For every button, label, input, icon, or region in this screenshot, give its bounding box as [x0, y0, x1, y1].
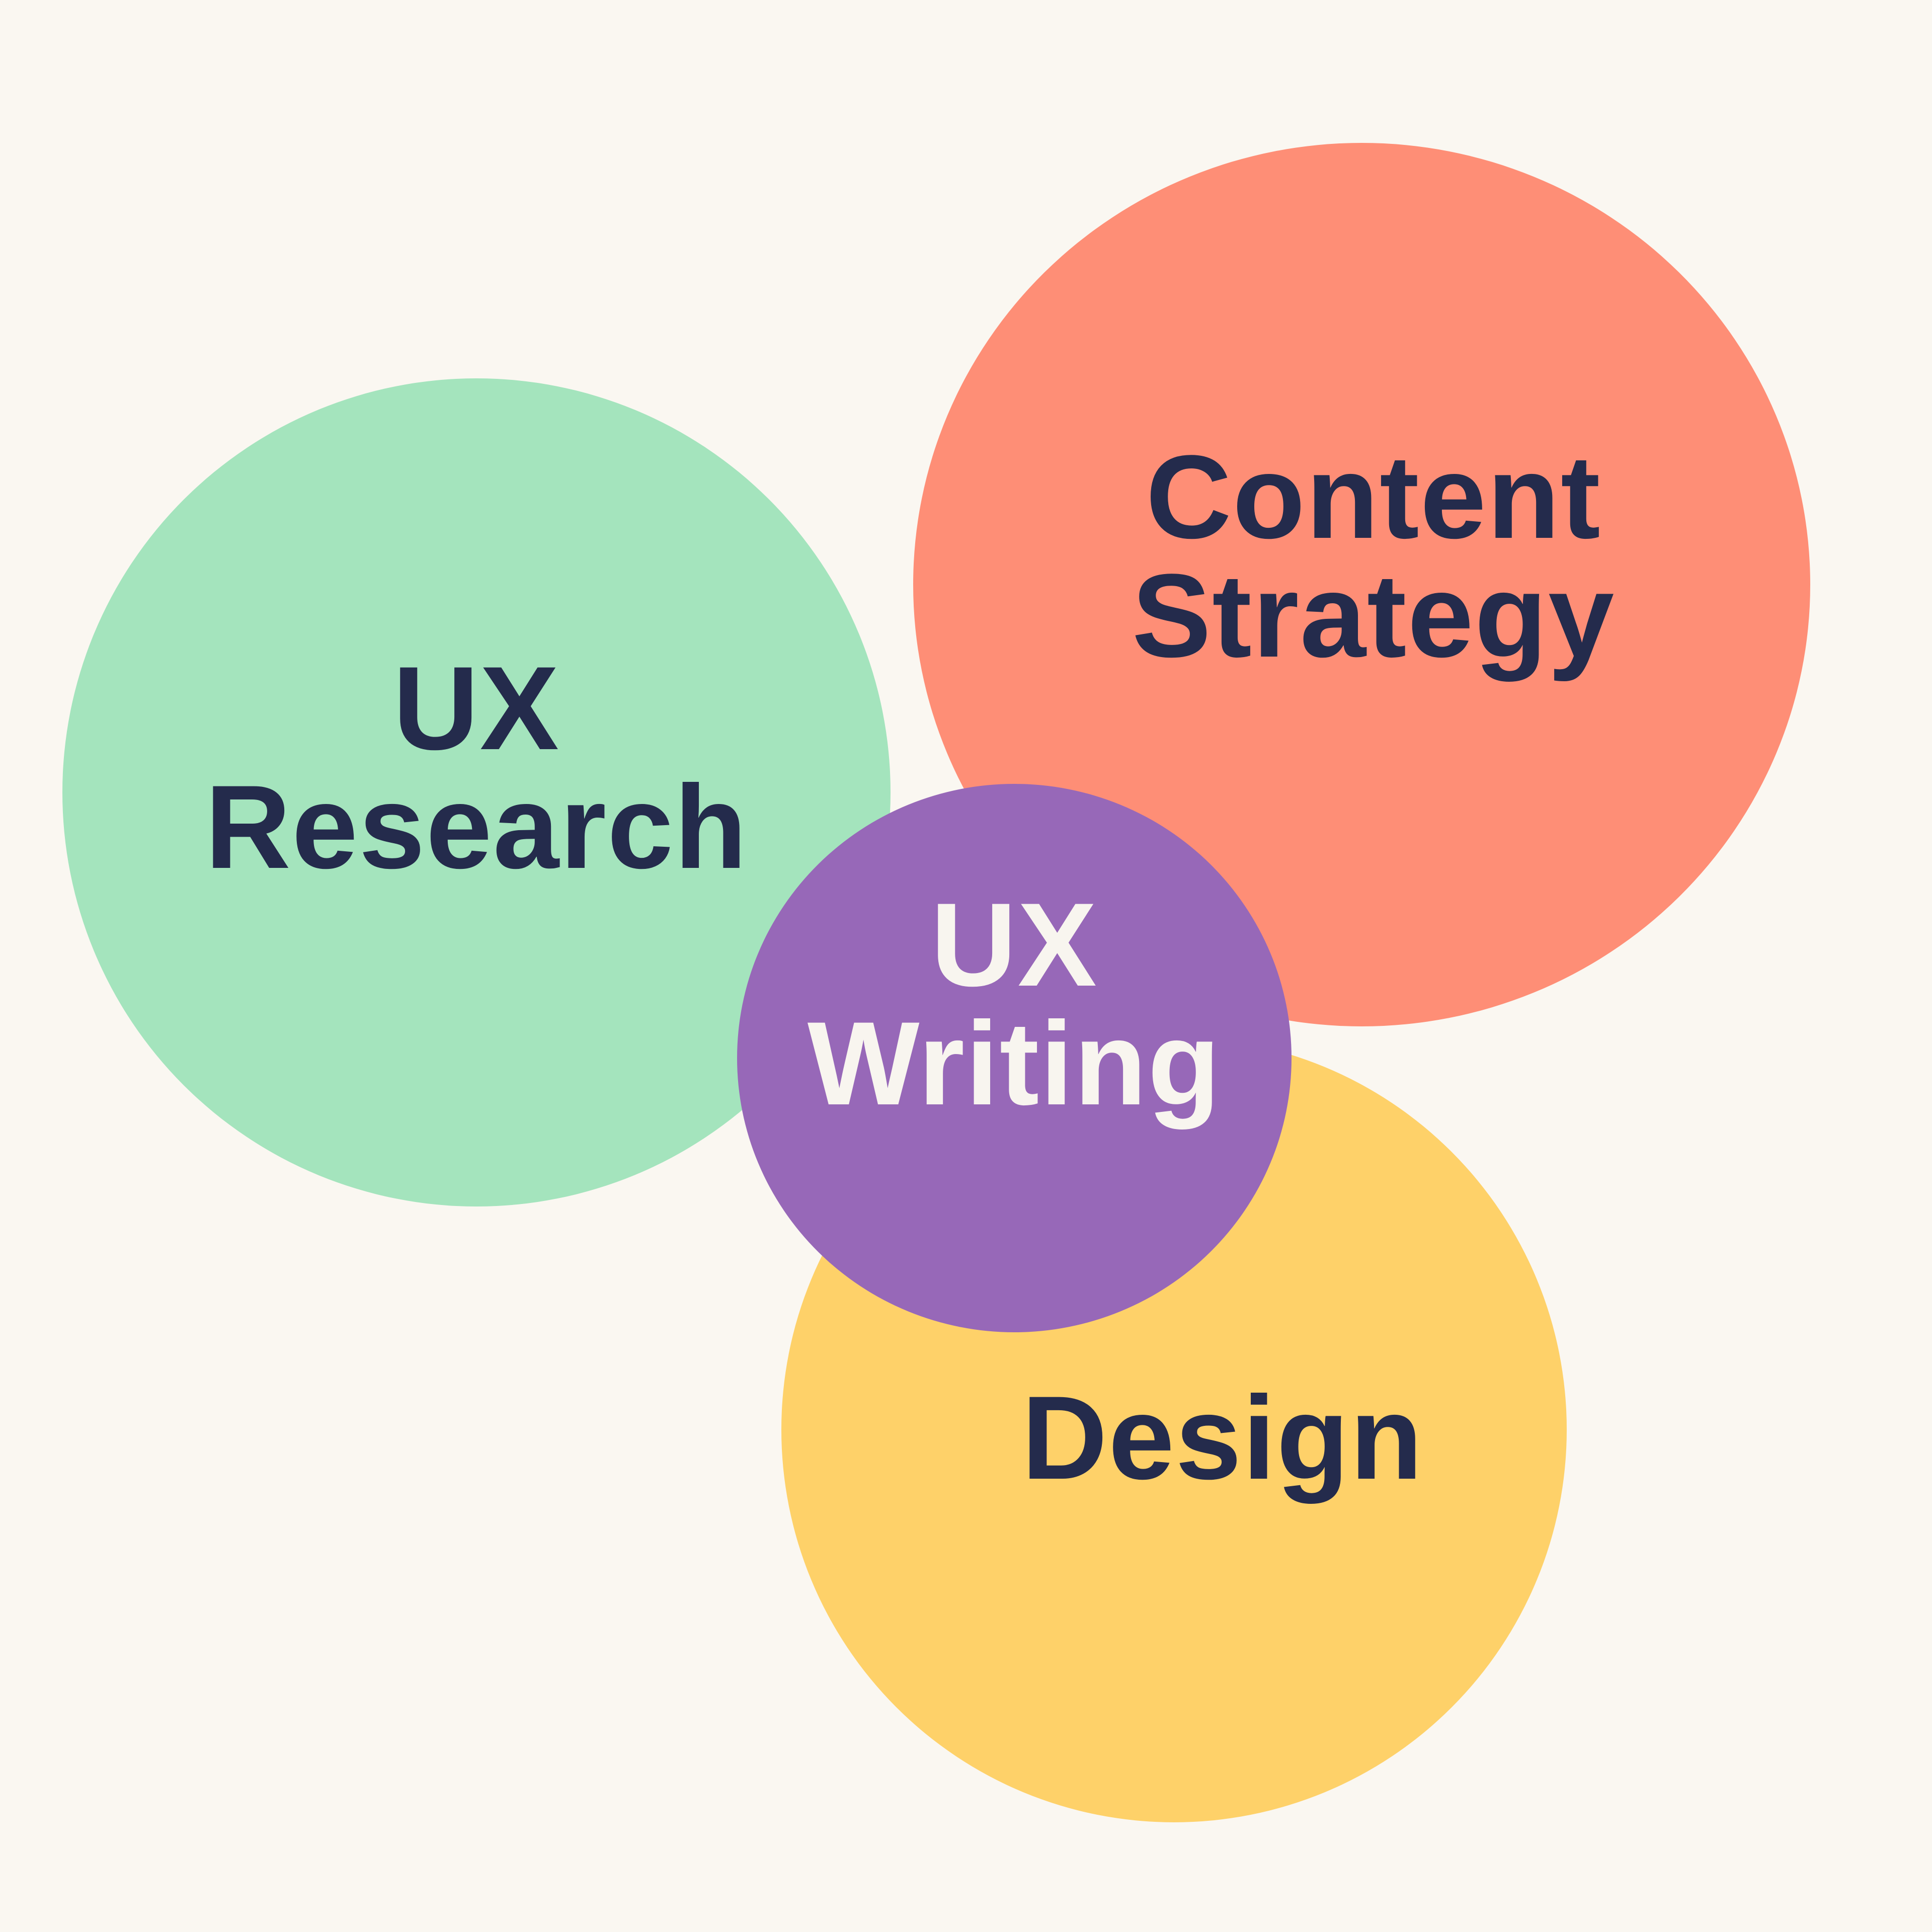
content-strategy-label: Content Strategy: [1132, 431, 1616, 682]
ux-writing-label: UX Writing: [807, 878, 1222, 1130]
design-label: Design: [1021, 1372, 1424, 1504]
ux-writing-circle: [737, 784, 1292, 1332]
ux-research-label: UX Research: [205, 642, 748, 894]
